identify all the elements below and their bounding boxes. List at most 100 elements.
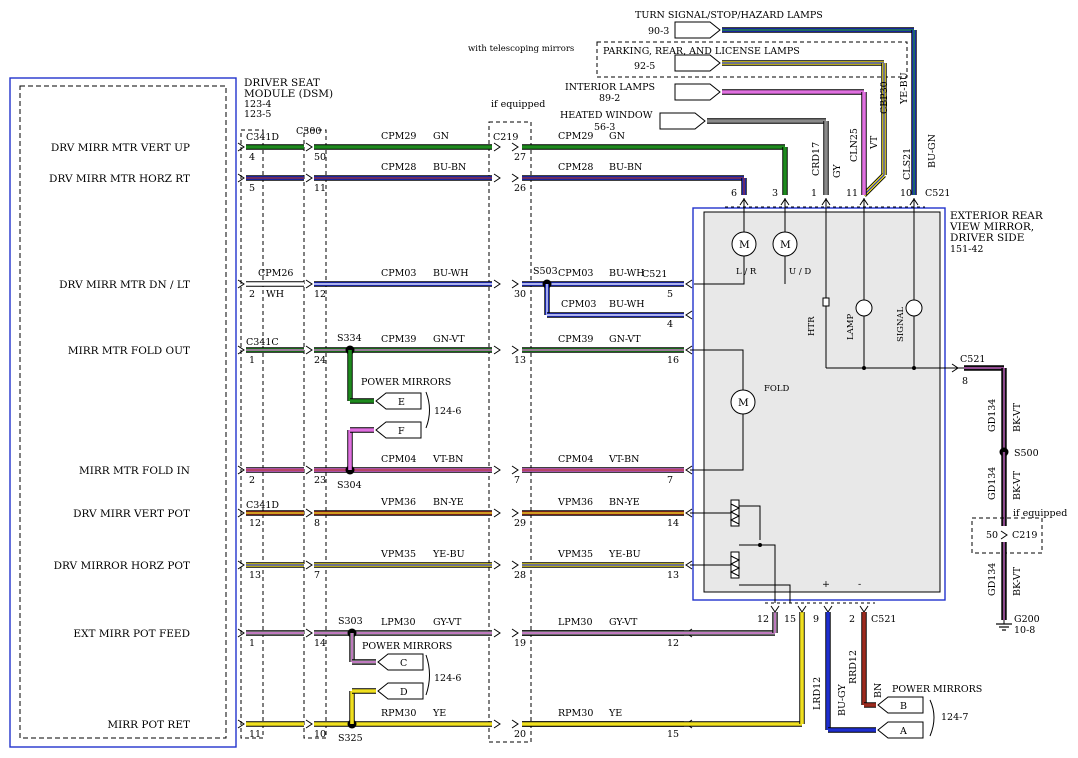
pin-number: 20 — [514, 729, 526, 740]
color-code-pre: WH — [266, 289, 284, 300]
mirror-pin: 4 — [667, 319, 673, 330]
power-mirrors-label-1: POWER MIRRORS — [361, 377, 451, 388]
connector-c521-label-bottom: C521 — [871, 614, 896, 625]
svg-text:FOLD: FOLD — [764, 384, 790, 394]
circuit-name: CPM03 — [381, 268, 416, 279]
circuit-name-pre: CPM26 — [258, 268, 293, 279]
pin-number: 29 — [514, 518, 526, 529]
power-mirrors-label-3: POWER MIRRORS — [892, 684, 982, 695]
mirror-title-4: 151-42 — [950, 244, 983, 255]
circuit-name: CPM04 — [381, 454, 416, 465]
pot-minus-sign: - — [858, 579, 861, 590]
circuit-name: CPM29 — [381, 131, 416, 142]
circuit-name: VPM35 — [380, 549, 416, 560]
ground-name: G200 — [1014, 614, 1040, 625]
connector-arrow — [511, 345, 519, 355]
color-code: VT-BN — [608, 454, 639, 465]
feed-turn-signal-title: TURN SIGNAL/STOP/HAZARD LAMPS — [635, 10, 823, 21]
brace-1 — [425, 391, 430, 429]
color-code: YE — [608, 708, 622, 719]
connector-arrow — [305, 279, 313, 289]
circuit-label: MIRR MTR FOLD IN — [79, 465, 190, 477]
wire-cbp30-join-stripe — [863, 174, 885, 196]
splice-s303-label: S303 — [338, 616, 363, 627]
color-code-bkvt-b: BK-VT — [1012, 470, 1023, 500]
mirror-pin-15: 15 — [784, 614, 796, 625]
color-code: YE-BU — [432, 549, 465, 560]
connector-arrow — [237, 628, 245, 638]
mirror-pin: 14 — [667, 518, 679, 529]
color-code: BN-YE — [433, 497, 464, 508]
color-code-bkvt-c: BK-VT — [1012, 566, 1023, 596]
connector-e-letter: E — [398, 397, 405, 408]
color-code: YE — [432, 708, 446, 719]
signal-bulb: SIGNAL — [896, 198, 923, 368]
circuit-name: RPM30 — [381, 708, 416, 719]
connector-c-letter: C — [400, 658, 407, 669]
connector-f-shape — [375, 421, 422, 439]
connector-arrow — [237, 142, 245, 152]
ground-ref: 10-8 — [1014, 625, 1035, 636]
circuit-name: LPM30 — [558, 617, 593, 628]
pin-number: 23 — [314, 475, 326, 486]
connector-arrow — [493, 719, 501, 729]
connector-arrow — [237, 560, 245, 570]
connector-arrow — [305, 628, 313, 638]
svg-text:M: M — [780, 239, 791, 251]
feed-parking-title: PARKING, REAR, AND LICENSE LAMPS — [603, 46, 800, 57]
ground-pin-50: 50 — [986, 530, 998, 541]
color-code: GN — [609, 131, 625, 142]
feed-heated-window-tag — [659, 112, 706, 130]
connector-b-shape — [877, 696, 924, 714]
pin-number: 2 — [249, 475, 255, 486]
motor-fold: M FOLD — [690, 349, 790, 471]
connector-arrow — [237, 508, 245, 518]
mirror-pin: 15 — [667, 729, 679, 740]
color-code-gy: GY — [832, 164, 843, 178]
pot-horizontal — [690, 543, 791, 603]
motor-ud: M U / D — [772, 198, 811, 284]
mirror-pin-1: 1 — [811, 188, 817, 199]
pin-number: 7 — [514, 475, 520, 486]
arrow-down — [859, 605, 869, 613]
feed-turn-signal-ref: 90-3 — [648, 26, 669, 37]
pin-number: 5 — [249, 183, 255, 194]
circuit-name-gd134-b: GD134 — [987, 467, 998, 500]
connector-arrow — [305, 719, 313, 729]
connector-c-shape — [377, 653, 424, 671]
lamp-bulb: LAMP — [846, 198, 873, 368]
mirror-pin: 12 — [667, 638, 679, 649]
connector-arrow — [237, 173, 245, 183]
circuit-name-rrd12: RRD12 — [848, 650, 859, 684]
pot-vertical — [690, 499, 761, 540]
circuit-label: MIRR MTR FOLD OUT — [68, 345, 190, 357]
feed-interior-ref: 89-2 — [599, 93, 620, 104]
power-mirrors-ref-1: 124-6 — [434, 406, 461, 417]
pin-number: 13 — [514, 355, 526, 366]
svg-text:M: M — [738, 397, 749, 409]
pin-number: 4 — [249, 152, 255, 163]
svg-text:M: M — [739, 239, 750, 251]
mirror-arrow — [685, 560, 693, 570]
arrow-down — [823, 605, 833, 613]
telescoping-outline — [596, 41, 908, 78]
circuit-name: RPM30 — [558, 708, 593, 719]
pin-number: 1 — [249, 638, 255, 649]
connector-arrow — [493, 465, 501, 475]
mirror-pin-10: 10 — [900, 188, 912, 199]
if-equipped-right: if equipped — [1013, 508, 1067, 519]
connector-arrow — [305, 560, 313, 570]
dsm-outer-frame — [9, 77, 237, 748]
color-code: BU-WH — [609, 268, 645, 279]
mirror-pin-9: 9 — [813, 614, 819, 625]
mirror-arrow — [685, 310, 693, 320]
color-code-bugn: BU-GN — [927, 134, 938, 168]
dsm-title-3: 123-4 — [244, 99, 271, 110]
connector-arrow — [493, 628, 501, 638]
if-equipped-label: if equipped — [491, 99, 545, 110]
connector-a-letter: A — [899, 726, 907, 737]
